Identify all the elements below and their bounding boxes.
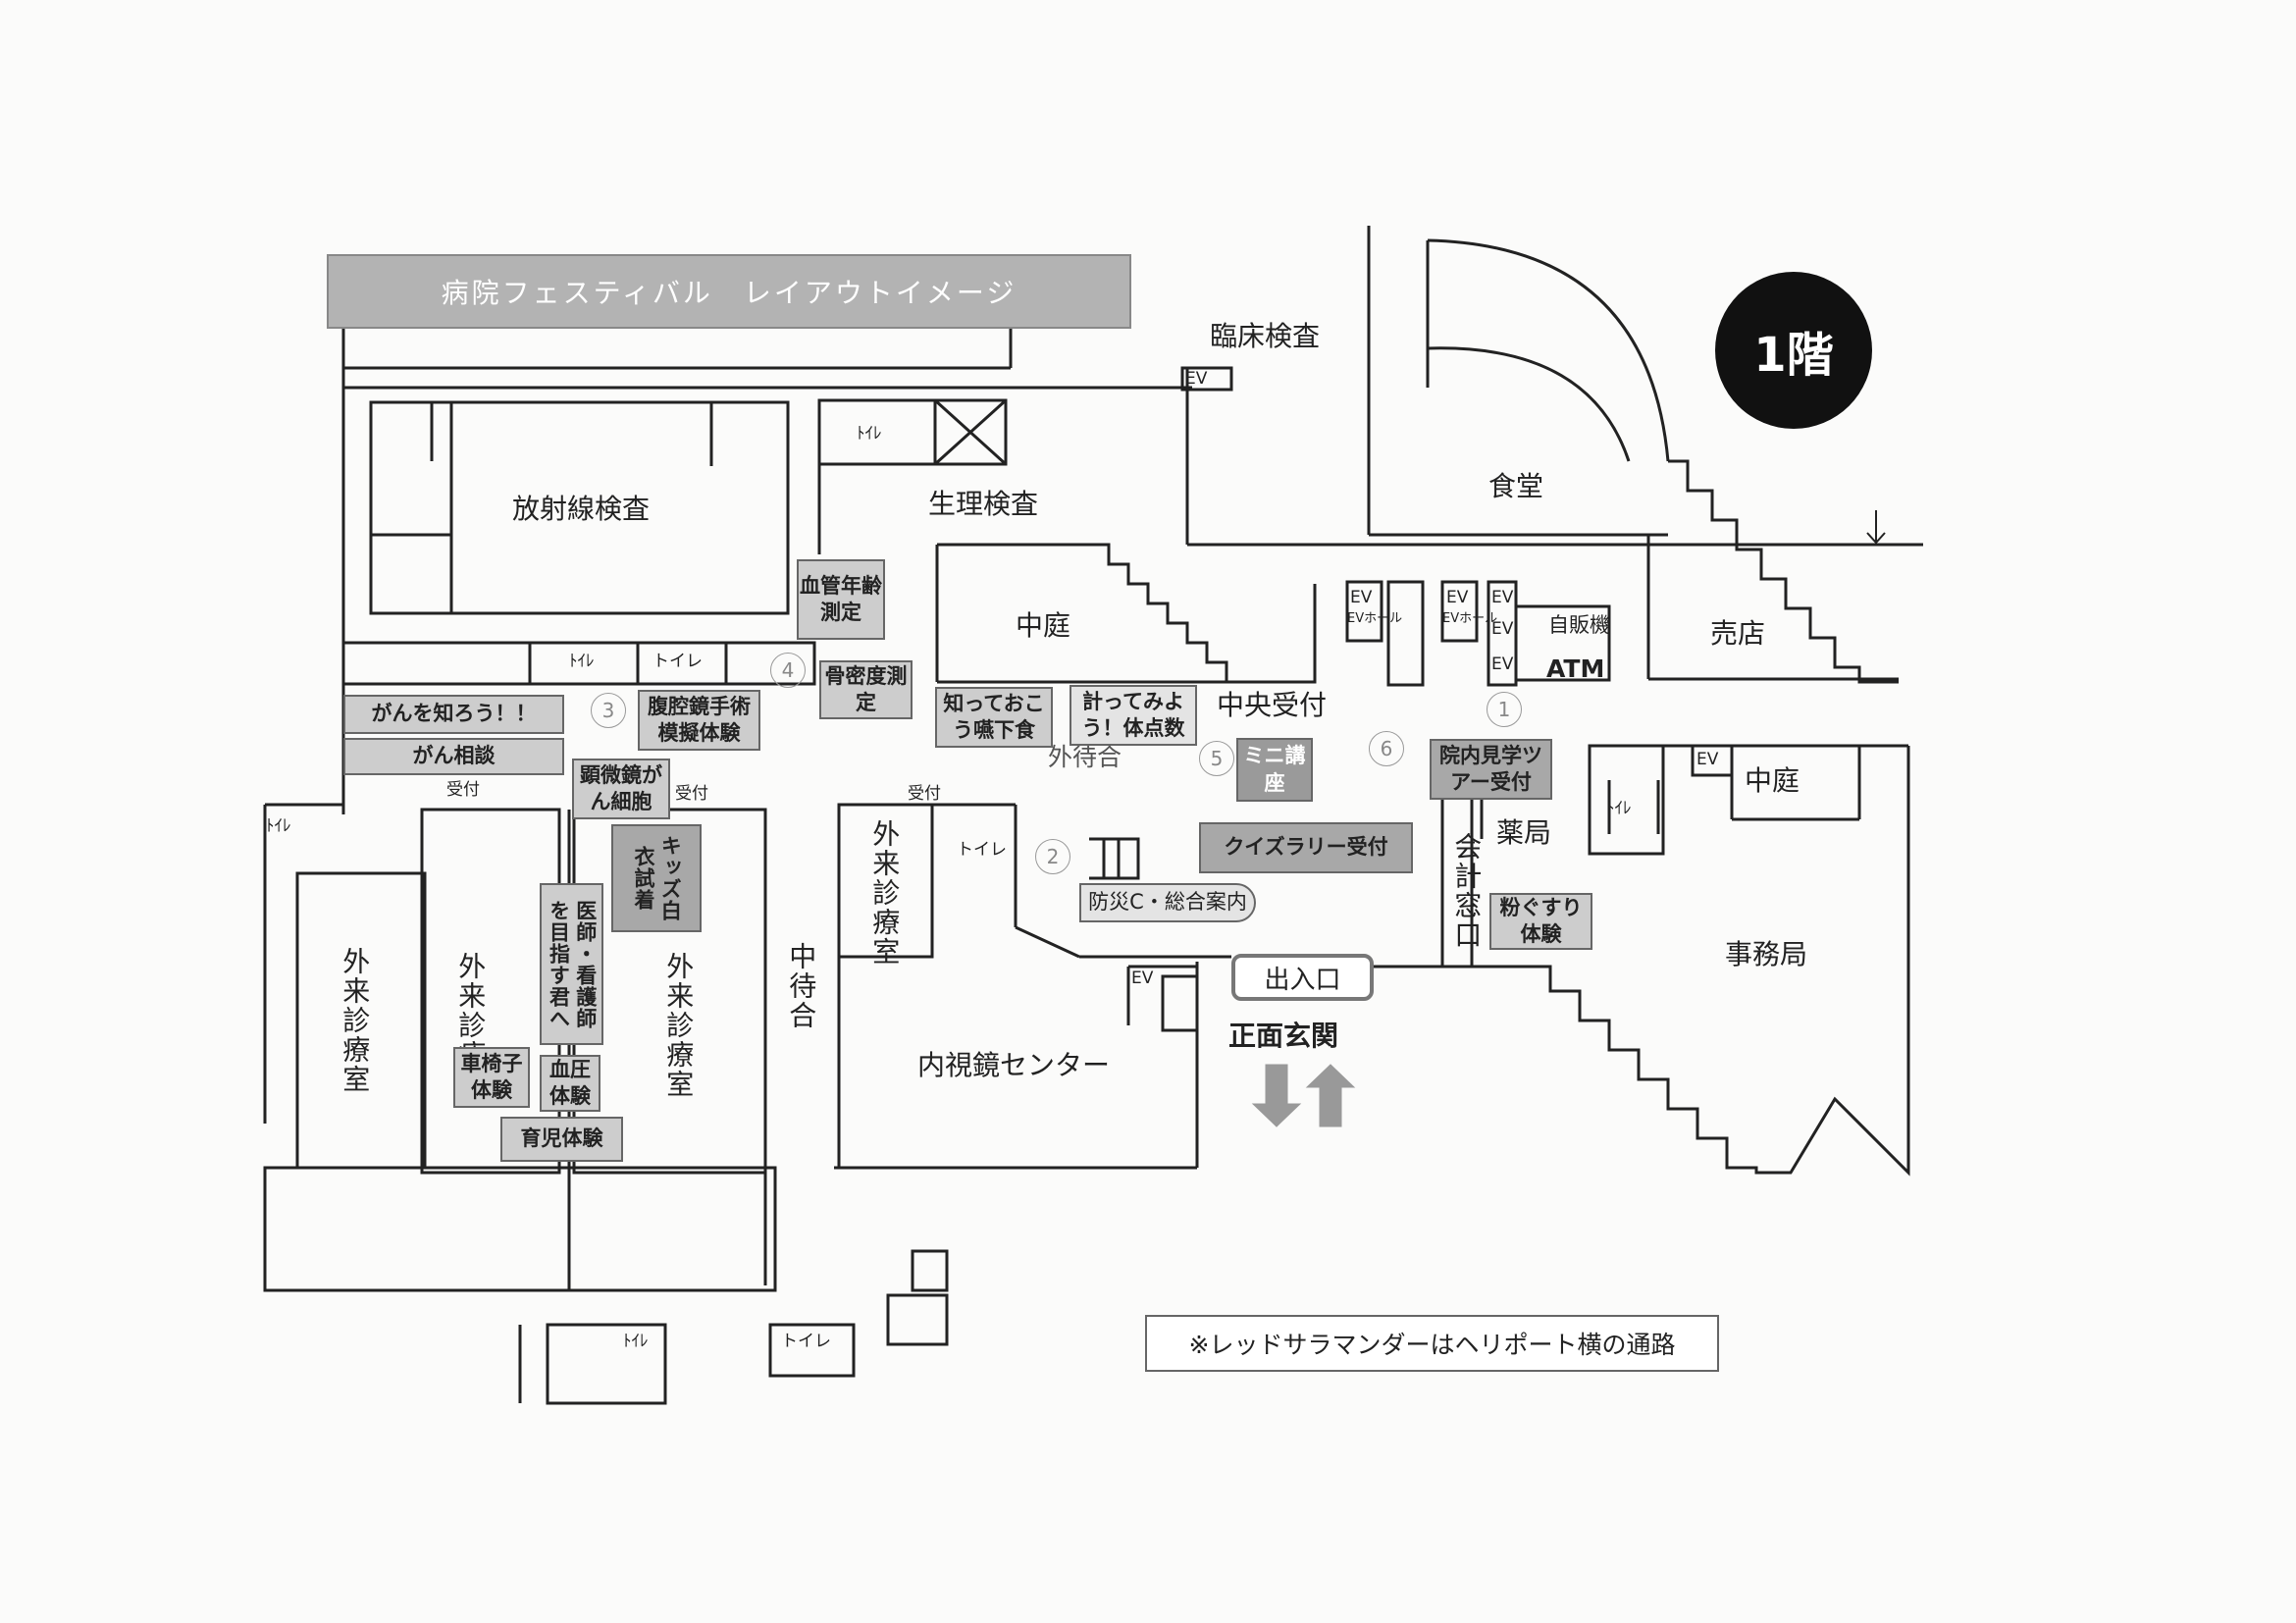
- event-wheelchair: 車椅子体験: [453, 1047, 530, 1108]
- circle-number-6: 6: [1369, 731, 1404, 766]
- outpatient-room-4: 外来診療室: [868, 819, 902, 967]
- ev-label-2: EV: [1446, 588, 1469, 607]
- floor-badge: 1階: [1715, 272, 1872, 429]
- outer-waiting: 外待合: [1048, 743, 1122, 771]
- event-bone-density: 骨密度測定: [819, 660, 913, 719]
- ev-label-5: EV: [1491, 654, 1514, 674]
- circle-number-3: 3: [591, 693, 626, 728]
- ev-label-4: EV: [1491, 619, 1514, 639]
- ev-label-6: EV: [1696, 750, 1719, 769]
- entrance-exit: 出入口: [1231, 954, 1374, 1001]
- room-admin-office: 事務局: [1725, 938, 1808, 970]
- ev-label-3: EV: [1491, 588, 1514, 607]
- event-blood-pressure: 血圧体験: [540, 1055, 600, 1112]
- ev-hall-1: EVホール: [1347, 611, 1403, 626]
- ev-label-7: EV: [1131, 969, 1154, 988]
- room-physiology: 生理検査: [928, 488, 1039, 520]
- room-cafeteria: 食堂: [1488, 470, 1544, 502]
- toilet-lower-2: トイレ: [781, 1332, 831, 1351]
- event-cancer-consult: がん相談: [343, 738, 564, 775]
- event-mini-lecture: ミニ講座: [1236, 738, 1313, 802]
- event-title-banner: 病院フェスティバル レイアウトイメージ: [327, 254, 1131, 329]
- front-entrance: 正面玄関: [1228, 1020, 1339, 1052]
- toilet-corridor: ﾄｲﾚ: [569, 652, 595, 671]
- event-hospital-tour: 院内見学ツアー受付: [1430, 739, 1552, 800]
- toilet-left: ﾄｲﾚ: [266, 816, 291, 836]
- event-vascular-age: 血管年齢測定: [797, 559, 885, 640]
- room-pharmacy: 薬局: [1496, 816, 1552, 849]
- accounting-window: 会計窓口: [1450, 832, 1484, 950]
- event-childcare: 育児体験: [500, 1117, 623, 1162]
- event-swallow-food: 知っておこう嚥下食: [935, 687, 1053, 748]
- event-laparoscope: 腹腔鏡手術模擬体験: [638, 690, 760, 751]
- reception-cancer: 受付: [446, 780, 480, 800]
- middle-waiting: 中待合: [785, 942, 818, 1030]
- central-reception: 中央受付: [1217, 689, 1328, 721]
- event-powder-medicine: 粉ぐすり体験: [1489, 893, 1592, 950]
- toilet-outpatient: トイレ: [957, 840, 1007, 860]
- circle-number-2: 2: [1035, 839, 1070, 874]
- room-courtyard-east: 中庭: [1745, 764, 1800, 797]
- event-know-cancer: がんを知ろう！！: [343, 695, 564, 734]
- event-microscope: 顕微鏡がん細胞: [572, 759, 670, 819]
- outpatient-room-3: 外来診療室: [662, 952, 696, 1099]
- room-radiology: 放射線検査: [512, 493, 651, 525]
- room-clinical-lab: 臨床検査: [1210, 320, 1321, 352]
- toilet-lower: ﾄｲﾚ: [623, 1332, 649, 1351]
- toilet-physiology: ﾄｲﾚ: [857, 424, 882, 444]
- event-doctor-nurse: 医師・看護師を目指す君へ: [540, 883, 603, 1045]
- event-body-measure: 計ってみよう！体点数: [1070, 685, 1197, 746]
- circle-number-1: 1: [1487, 692, 1522, 727]
- reception-outpatient: 受付: [908, 784, 941, 804]
- outpatient-room-1: 外来診療室: [339, 947, 372, 1094]
- ev-label-top: EV: [1185, 369, 1208, 389]
- room-shop: 売店: [1710, 617, 1766, 650]
- room-courtyard: 中庭: [1016, 609, 1071, 642]
- ev-label-1: EV: [1350, 588, 1373, 607]
- red-salamander-note: ※レッドサラマンダーはヘリポート横の通路: [1145, 1315, 1719, 1372]
- circle-number-4: 4: [770, 653, 806, 688]
- event-kids-white-coat: キッズ白衣試着: [611, 824, 702, 932]
- toilet-pharmacy: ﾄｲﾚ: [1606, 799, 1632, 818]
- circle-number-5: 5: [1199, 741, 1234, 776]
- event-disaster-info: 防災C・総合案内: [1079, 883, 1256, 922]
- event-quiz-rally: クイズラリー受付: [1199, 822, 1413, 873]
- reception-microscope: 受付: [675, 784, 708, 804]
- atm: ATM: [1546, 654, 1605, 683]
- ev-hall-2: EVホール: [1442, 611, 1498, 626]
- toilet-corridor-2: トイレ: [652, 652, 703, 671]
- vending-machine: 自販機: [1548, 613, 1610, 637]
- room-endoscopy-center: 内視鏡センター: [917, 1049, 1111, 1081]
